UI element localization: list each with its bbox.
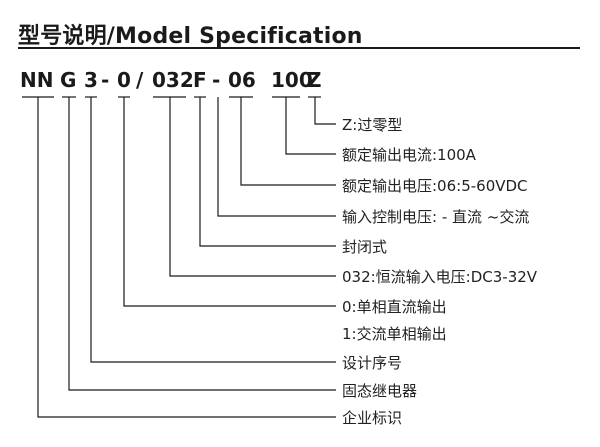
leader-input: [217, 97, 336, 217]
leader-voltage: [240, 97, 336, 186]
code-relay: G: [60, 68, 77, 92]
code-package: F: [193, 68, 207, 92]
page-title: 型号说明/Model Specification: [18, 24, 363, 49]
code-dash-2: -: [212, 68, 221, 92]
code-brand: NN: [20, 68, 54, 92]
desc-control-dc: 0:单相直流输出: [342, 298, 447, 316]
leader-inputv: [169, 97, 336, 277]
leader-brand: [37, 97, 336, 418]
leader-relay: [68, 97, 336, 391]
desc-package: 封闭式: [342, 238, 388, 256]
desc-output-current: 额定输出电流:100A: [342, 146, 476, 164]
leader-zero: [314, 97, 336, 125]
code-control: 0: [117, 68, 131, 92]
desc-input-control: 输入控制电压: - 直流 ~交流: [342, 208, 530, 226]
code-input-voltage: 032: [152, 68, 194, 92]
code-slash: /: [136, 68, 144, 92]
title-underline: [18, 47, 580, 49]
code-dash-1: -: [101, 68, 110, 92]
code-zero: Z: [307, 68, 322, 92]
code-design: 3: [84, 68, 98, 92]
leader-package: [199, 97, 336, 247]
leader-design: [90, 97, 336, 363]
leader-control: [123, 97, 336, 307]
leader-current: [285, 97, 336, 155]
desc-brand: 企业标识: [342, 409, 403, 427]
code-output-current: 100: [271, 68, 313, 92]
desc-control-ac: 1:交流单相输出: [342, 325, 447, 343]
desc-relay: 固态继电器: [342, 382, 418, 400]
desc-input-voltage: 032:恒流输入电压:DC3-32V: [342, 268, 538, 286]
desc-output-voltage: 额定输出电压:06:5-60VDC: [342, 177, 528, 195]
desc-design: 设计序号: [342, 354, 403, 372]
desc-zero: Z:过零型: [342, 116, 403, 134]
code-output-voltage: 06: [228, 68, 256, 92]
